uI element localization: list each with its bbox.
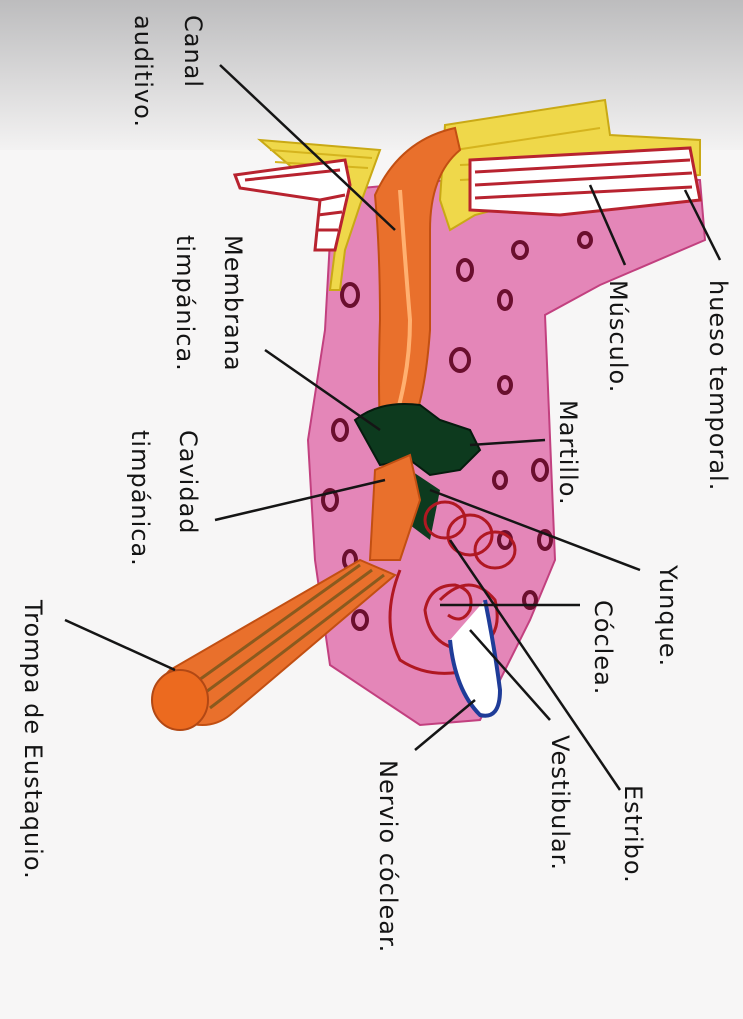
svg-text:timpánica.: timpánica. <box>126 430 154 567</box>
svg-text:Estribo.: Estribo. <box>619 785 647 884</box>
label-vestibular: Vestibular. <box>546 735 574 871</box>
svg-text:Músculo.: Músculo. <box>604 280 632 393</box>
svg-text:Vestibular.: Vestibular. <box>546 735 574 871</box>
label-estribo: Estribo. <box>619 785 647 884</box>
svg-text:hueso temporal.: hueso temporal. <box>704 280 732 491</box>
svg-text:Cóclea.: Cóclea. <box>589 600 617 695</box>
paper-shadow <box>0 0 743 150</box>
svg-text:Yunque.: Yunque. <box>654 564 682 667</box>
svg-text:auditivo.: auditivo. <box>129 15 157 128</box>
svg-text:timpánica.: timpánica. <box>171 235 199 372</box>
eustachian-tube-opening <box>152 670 208 730</box>
label-nervio-coclear: Nervio cóclear. <box>374 760 402 953</box>
svg-text:Nervio cóclear.: Nervio cóclear. <box>374 760 402 953</box>
label-hueso-temporal: hueso temporal. <box>704 280 732 491</box>
svg-text:Cavidad: Cavidad <box>174 430 202 535</box>
label-musculo: Músculo. <box>604 280 632 393</box>
svg-text:Trompa de Eustaquio.: Trompa de Eustaquio. <box>19 599 47 880</box>
label-trompa-eustaquio: Trompa de Eustaquio. <box>19 599 47 880</box>
svg-text:Martillo.: Martillo. <box>554 400 582 506</box>
svg-text:Canal: Canal <box>179 15 207 88</box>
muscle-right <box>470 148 700 215</box>
label-yunque: Yunque. <box>654 564 682 667</box>
label-coclea: Cóclea. <box>589 600 617 695</box>
svg-text:Membrana: Membrana <box>219 235 247 372</box>
label-martillo: Martillo. <box>554 400 582 506</box>
